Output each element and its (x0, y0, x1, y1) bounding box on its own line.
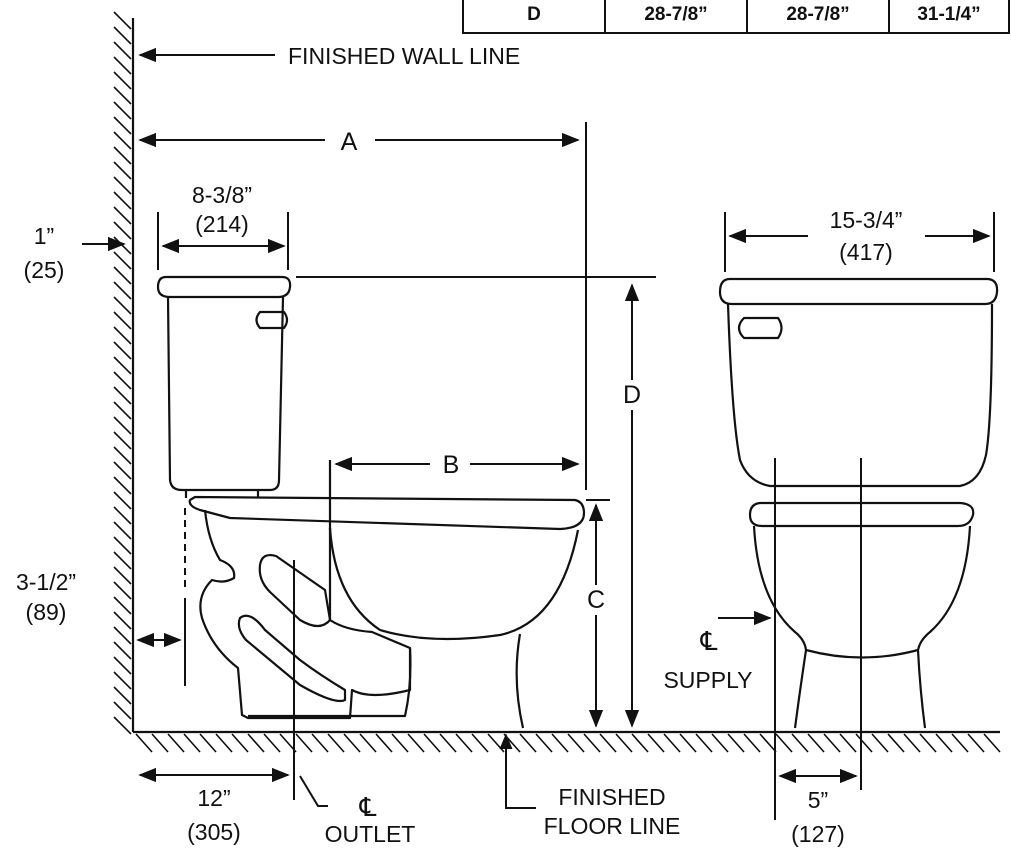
tank-depth-mm: (214) (195, 211, 249, 237)
table-row-label: D (464, 0, 606, 32)
finished-wall (113, 11, 135, 735)
tank-depth-inches: 8-3/8” (192, 182, 252, 208)
supply-offset-mm: (127) (791, 821, 845, 847)
finished-floor (133, 730, 1001, 753)
table-value-1: 28-7/8” (606, 0, 748, 32)
floor-line-label-1: FINISHED (558, 784, 665, 810)
outlet-centerline-symbol: ℄ (359, 793, 377, 823)
dimension-lines (82, 47, 995, 820)
wall-gap-mm: (25) (24, 257, 65, 283)
outlet-label: OUTLET (325, 821, 416, 847)
base-gap-mm: (89) (26, 599, 67, 625)
supply-label: SUPPLY (663, 667, 752, 693)
rough-in-inches: 12” (197, 785, 230, 811)
dimension-a-label: A (341, 128, 358, 156)
table-value-3: 31-1/4” (917, 4, 981, 25)
supply-offset-inches: 5” (808, 787, 828, 813)
diagram-labels: FINISHED WALL LINE A 8-3/8” (214) 1” (25… (16, 43, 902, 847)
supply-centerline-symbol: ℄ (700, 627, 718, 657)
dimension-d-label: D (623, 381, 641, 409)
tank-width-mm: (417) (839, 239, 893, 265)
toilet-side-view (156, 275, 586, 729)
wall-line-label: FINISHED WALL LINE (288, 43, 520, 69)
wall-gap-inches: 1” (34, 223, 54, 249)
tank-width-inches: 15-3/4” (830, 207, 903, 233)
dimension-c-label: C (587, 586, 605, 614)
floor-line-label-2: FLOOR LINE (544, 813, 681, 839)
table-value-2: 28-7/8” (748, 0, 890, 32)
dimension-table-row: D 28-7/8” 28-7/8” 31-1/4” (462, 0, 1010, 34)
dimension-b-label: B (443, 451, 460, 479)
base-gap-inches: 3-1/2” (16, 569, 76, 595)
toilet-front-view (718, 277, 999, 729)
rough-in-mm: (305) (187, 819, 241, 845)
